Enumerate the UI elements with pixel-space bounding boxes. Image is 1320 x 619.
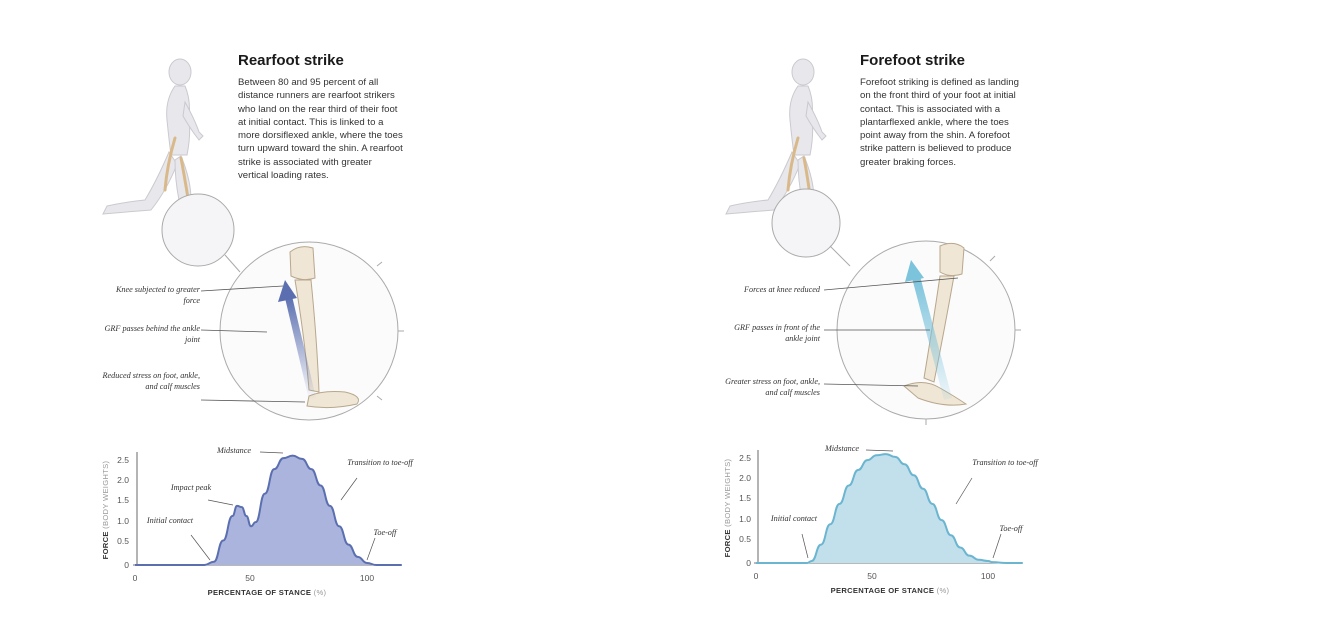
rearfoot-panel: 2.5 2.0 1.5 1.0 0.5 0 0 50 100 PERCENTAG… [95,40,415,610]
xtick: 100 [360,573,374,583]
xtick: 50 [245,573,255,583]
small-detail-circle [161,193,235,267]
force-area [756,454,1023,563]
grf-arrow [912,276,952,400]
ytick: 2.0 [739,473,751,483]
annotation-toe-off: Toe-off [1000,524,1025,533]
small-detail-circle [771,188,841,258]
rearfoot-force-graph: 2.5 2.0 1.5 1.0 0.5 0 0 50 100 PERCENTAG… [101,446,414,597]
forefoot-illustration: 2.5 2.0 1.5 1.0 0.5 0 0 50 100 PERCENTAG… [723,58,1039,595]
ytick: 2.0 [117,475,129,485]
grf-arrow-head [278,280,297,302]
xtick: 50 [867,571,877,581]
annotation-impact-peak: Impact peak [170,483,212,492]
leg-bones-icon [903,242,968,406]
leg-bones-icon [289,246,359,409]
callout-grf: GRF passes behind the ankle joint [104,324,201,344]
annotation-initial-contact: Initial contact [146,516,194,525]
callout-knee: Forces at knee reduced [743,285,820,294]
xtick: 0 [754,571,759,581]
annotation-midstance: Midstance [216,446,251,455]
annotation-transition-to-toe-off: Transition to toe-off [972,458,1039,467]
annotation-initial-contact: Initial contact [770,514,818,523]
ytick: 1.0 [117,516,129,526]
x-axis-label: PERCENTAGE OF STANCE (%) [831,586,950,595]
panel-title: Forefoot strike [860,52,966,69]
grf-arrow-head [905,260,924,282]
ytick: 2.5 [739,453,751,463]
x-axis-label: PERCENTAGE OF STANCE (%) [208,588,327,597]
grf-arrow [285,296,316,400]
ytick: 2.5 [117,455,129,465]
force-curve [755,453,1023,565]
callout-knee: Knee subjected to greater force [115,285,200,305]
force-curve [135,454,402,567]
callout-stress: Reduced stress on foot, ankle, and calf … [102,371,200,391]
rearfoot-illustration: 2.5 2.0 1.5 1.0 0.5 0 0 50 100 PERCENTAG… [101,58,414,597]
forefoot-force-graph: 2.5 2.0 1.5 1.0 0.5 0 0 50 100 PERCENTAG… [723,444,1039,595]
ytick: 0 [746,558,751,568]
force-area [135,455,402,565]
callout-grf: GRF passes in front of the ankle joint [734,323,820,343]
series-layer [135,454,402,567]
xtick: 100 [981,571,995,581]
panel-title: Rearfoot strike [238,52,344,69]
panel-description: Forefoot striking is defined as landing … [860,77,1019,168]
annotation-transition-to-toe-off: Transition to toe-off [347,458,414,467]
ytick: 1.5 [117,495,129,505]
annotation-midstance: Midstance [824,444,859,453]
xtick: 0 [133,573,138,583]
ytick: 1.5 [739,493,751,503]
annotation-toe-off: Toe-off [374,528,399,537]
forefoot-panel: 2.5 2.0 1.5 1.0 0.5 0 0 50 100 PERCENTAG… [718,40,1039,610]
ytick: 1.0 [739,514,751,524]
y-axis-label: FORCE (BODY WEIGHTS) [101,460,110,559]
panel-description: Between 80 and 95 percent of all distanc… [238,77,403,182]
callout-stress: Greater stress on foot, ankle, and calf … [725,377,820,397]
ytick: 0.5 [739,534,751,544]
series-layer [755,453,1023,565]
y-axis-label: FORCE (BODY WEIGHTS) [723,458,732,557]
ytick: 0.5 [117,536,129,546]
ytick: 0 [124,560,129,570]
